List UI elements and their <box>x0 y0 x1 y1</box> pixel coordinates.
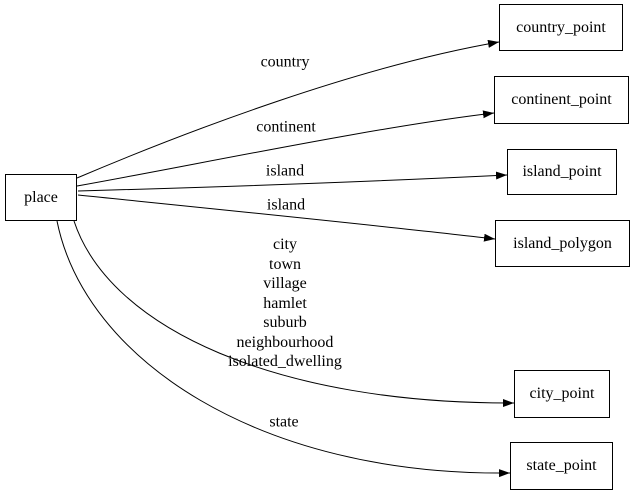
node-state-point: state_point <box>510 442 613 490</box>
node-continent-point: continent_point <box>494 76 629 124</box>
edge-place-state_point <box>56 220 511 478</box>
edge-label-city-types: city town village hamlet suburb neighbou… <box>228 235 342 370</box>
edge-place-country_point <box>76 39 500 179</box>
node-place: place <box>5 174 77 221</box>
edge-label-island-point: island <box>265 162 305 180</box>
node-place-label: place <box>24 188 58 206</box>
edge-place-island_point <box>77 171 508 192</box>
edge-label-continent: continent <box>256 118 316 136</box>
edge-place-city_point <box>73 220 515 408</box>
node-island-point-label: island_point <box>522 163 602 180</box>
edge-label-state: state <box>269 413 299 431</box>
node-country-point: country_point <box>499 4 623 51</box>
node-city-point: city_point <box>514 370 610 418</box>
edge-label-country: country <box>260 53 310 71</box>
edge-place-island_polygon <box>77 194 496 242</box>
node-island-polygon-label: island_polygon <box>513 234 612 252</box>
edge-label-island-polygon: island <box>266 196 306 214</box>
node-island-point: island_point <box>507 149 617 195</box>
node-state-point-label: state_point <box>526 457 597 474</box>
node-island-polygon: island_polygon <box>495 220 630 267</box>
edge-place-continent_point <box>76 110 495 187</box>
node-country-point-label: country_point <box>516 18 606 36</box>
node-city-point-label: city_point <box>529 385 595 402</box>
node-continent-point-label: continent_point <box>511 91 612 108</box>
